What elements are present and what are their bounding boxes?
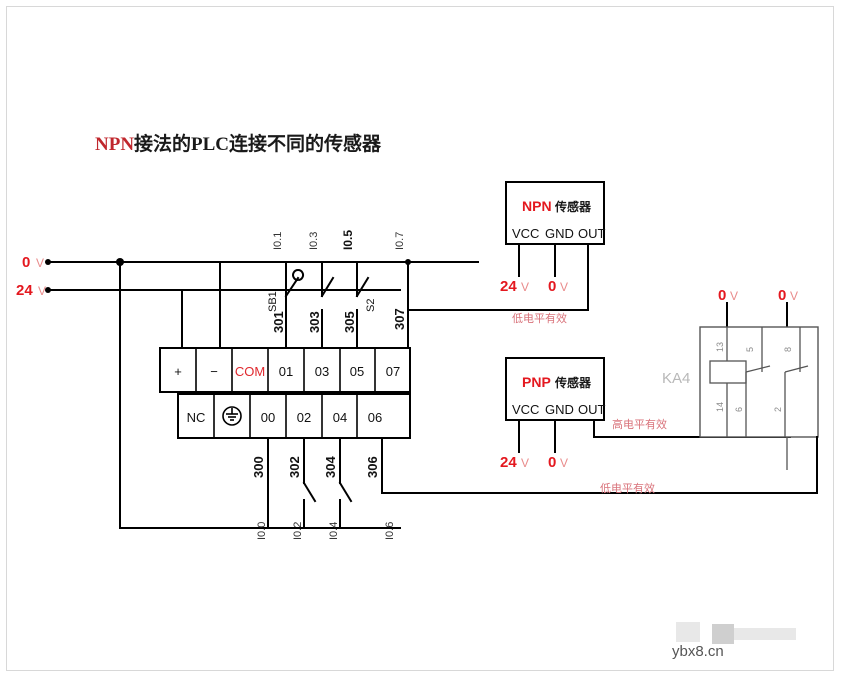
io-label-i07: I0.7 (394, 232, 406, 250)
npn-sensor-body (505, 181, 605, 245)
plc-terminal-com: COM (235, 364, 265, 379)
npn-supply-0v-unit: V (560, 280, 568, 294)
pnp-sensor-cn-label: 传感器 (554, 375, 592, 390)
rail-0v-value: 0 (22, 254, 30, 271)
plc-terminal-02: 02 (297, 410, 311, 425)
plc-terminal-07: 07 (386, 364, 400, 379)
npn-sensor-cn-label: 传感器 (554, 199, 592, 214)
relay-pin-8: 8 (783, 347, 793, 352)
pnp-sensor: PNP 传感器 VCC GND OUT 24 V 0 V 高电平有效 (500, 357, 791, 471)
plc-terminal-00: 00 (261, 410, 275, 425)
relay-pin-5: 5 (745, 347, 755, 352)
relay-pin-14: 14 (715, 402, 725, 412)
plc-terminal-05: 05 (350, 364, 364, 379)
relay-supply-0v-left-unit: V (730, 289, 738, 303)
plc-bottom-row (177, 393, 411, 439)
pnp-supply-0v-value: 0 (548, 454, 556, 471)
io-label-i00: I0.0 (256, 522, 268, 540)
pnp-supply-0v-unit: V (560, 456, 568, 470)
npn-supply-24v-unit: V (521, 280, 529, 294)
io-label-i04: I0.4 (328, 522, 340, 540)
relay-ka4: 0 V 0 V KA4 13 14 5 6 8 2 (600, 287, 819, 495)
input-branch-i04: 304 I0.4 (323, 437, 353, 540)
relay-note: 低电平有效 (600, 481, 655, 495)
wire-number-300: 300 (251, 456, 266, 478)
input-branch-i07: I0.7 307 (392, 232, 411, 349)
relay-supply-0v-left-value: 0 (718, 287, 726, 304)
relay-supply-0v-right-unit: V (790, 289, 798, 303)
pnp-sensor-note: 高电平有效 (612, 417, 667, 431)
wire-number-304: 304 (323, 456, 338, 478)
switch-label-s2: S2 (365, 299, 377, 312)
pnp-supply-24v-value: 24 (500, 454, 517, 471)
relay-body (699, 326, 819, 438)
io-label-i03: I0.3 (308, 232, 320, 250)
input-branch-i00: 300 I0.0 (251, 437, 269, 540)
npn-pin-gnd: GND (545, 226, 574, 241)
npn-supply-0v-value: 0 (548, 278, 556, 295)
wire-number-302: 302 (287, 456, 302, 478)
rail-24v-terminal-dot (45, 287, 51, 293)
npn-pin-vcc: VCC (512, 226, 539, 241)
input-branch-i01: I0.1 301 SB1 (267, 232, 305, 349)
relay-pin-13: 13 (715, 342, 725, 352)
input-branch-i06: 306 I0.6 (365, 437, 818, 540)
relay-supply-0v-right-value: 0 (778, 287, 786, 304)
pnp-pin-vcc: VCC (512, 402, 539, 417)
relay-pin-2: 2 (773, 407, 783, 412)
plc-terminal-01: 01 (279, 364, 293, 379)
page-border (6, 6, 834, 671)
pnp-sensor-type: PNP (522, 374, 551, 390)
plc-terminal-04: 04 (333, 410, 347, 425)
wire-number-307: 307 (392, 308, 407, 330)
relay-pin-6: 6 (734, 407, 744, 412)
npn-sensor-note: 低电平有效 (512, 311, 567, 325)
plc-terminal-06: 06 (368, 410, 382, 425)
input-branch-i03: I0.3 303 (307, 232, 335, 349)
ground-icon (222, 406, 242, 426)
rail-24v-unit: V (38, 284, 46, 298)
npn-pin-out: OUT (578, 226, 606, 241)
npn-supply-24v-value: 24 (500, 278, 517, 295)
pnp-pin-gnd: GND (545, 402, 574, 417)
io-label-i05: I0.5 (341, 230, 355, 250)
switch-label-sb1: SB1 (267, 291, 279, 312)
input-branch-i05: I0.5 305 S2 (341, 230, 377, 349)
page-title-prefix: NPN (95, 134, 134, 155)
rail-0v-unit: V (36, 256, 44, 270)
rail-24v-value: 24 (16, 282, 33, 299)
plc-terminal-03: 03 (315, 364, 329, 379)
plc-terminal-minus: − (210, 364, 218, 379)
plc-top-row (159, 347, 411, 393)
wire-number-306: 306 (365, 456, 380, 478)
wire-0v-return (119, 261, 401, 529)
input-branch-i02: 302 I0.2 (287, 437, 317, 540)
plc-terminal-nc: NC (187, 410, 206, 425)
page-title: 接法的PLC连接不同的传感器 (134, 132, 382, 155)
pnp-supply-24v-unit: V (521, 456, 529, 470)
watermark: ybx8.cn (672, 622, 796, 660)
plc-terminal-plus: + (174, 364, 182, 379)
io-label-i01: I0.1 (272, 232, 284, 250)
npn-sensor-type: NPN (522, 198, 552, 214)
rail-0v-terminal-dot (45, 259, 51, 265)
wire-number-303: 303 (307, 311, 322, 333)
pnp-pin-out: OUT (578, 402, 606, 417)
relay-label: KA4 (662, 370, 690, 387)
wire-number-301: 301 (271, 311, 286, 333)
io-label-i06: I0.6 (384, 522, 396, 540)
watermark-text: ybx8.cn (672, 643, 724, 660)
io-label-i02: I0.2 (292, 522, 304, 540)
wire-number-305: 305 (342, 311, 357, 333)
pnp-sensor-body (505, 357, 605, 421)
npn-sensor: NPN 传感器 VCC GND OUT 24 V 0 V 低电平有效 (407, 181, 606, 325)
